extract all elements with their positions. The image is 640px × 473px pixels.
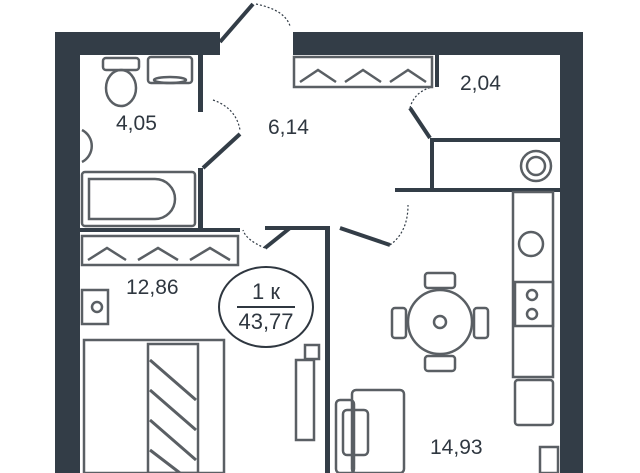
apartment-summary-badge: 1 к 43,77: [218, 266, 314, 348]
hallway-area-label: 6,14: [268, 116, 309, 139]
total-area: 43,77: [238, 309, 294, 334]
bedroom-area-label: 12,86: [126, 276, 179, 299]
walls: [55, 32, 583, 473]
divider: [237, 306, 295, 308]
rooms-count: 1 к: [252, 279, 280, 304]
furniture: [80, 55, 560, 473]
storage-area-label: 2,04: [460, 72, 501, 95]
kitchen-living-area-label: 14,93: [430, 436, 483, 459]
bathroom-area-label: 4,05: [116, 112, 157, 135]
doors: [201, 2, 433, 250]
